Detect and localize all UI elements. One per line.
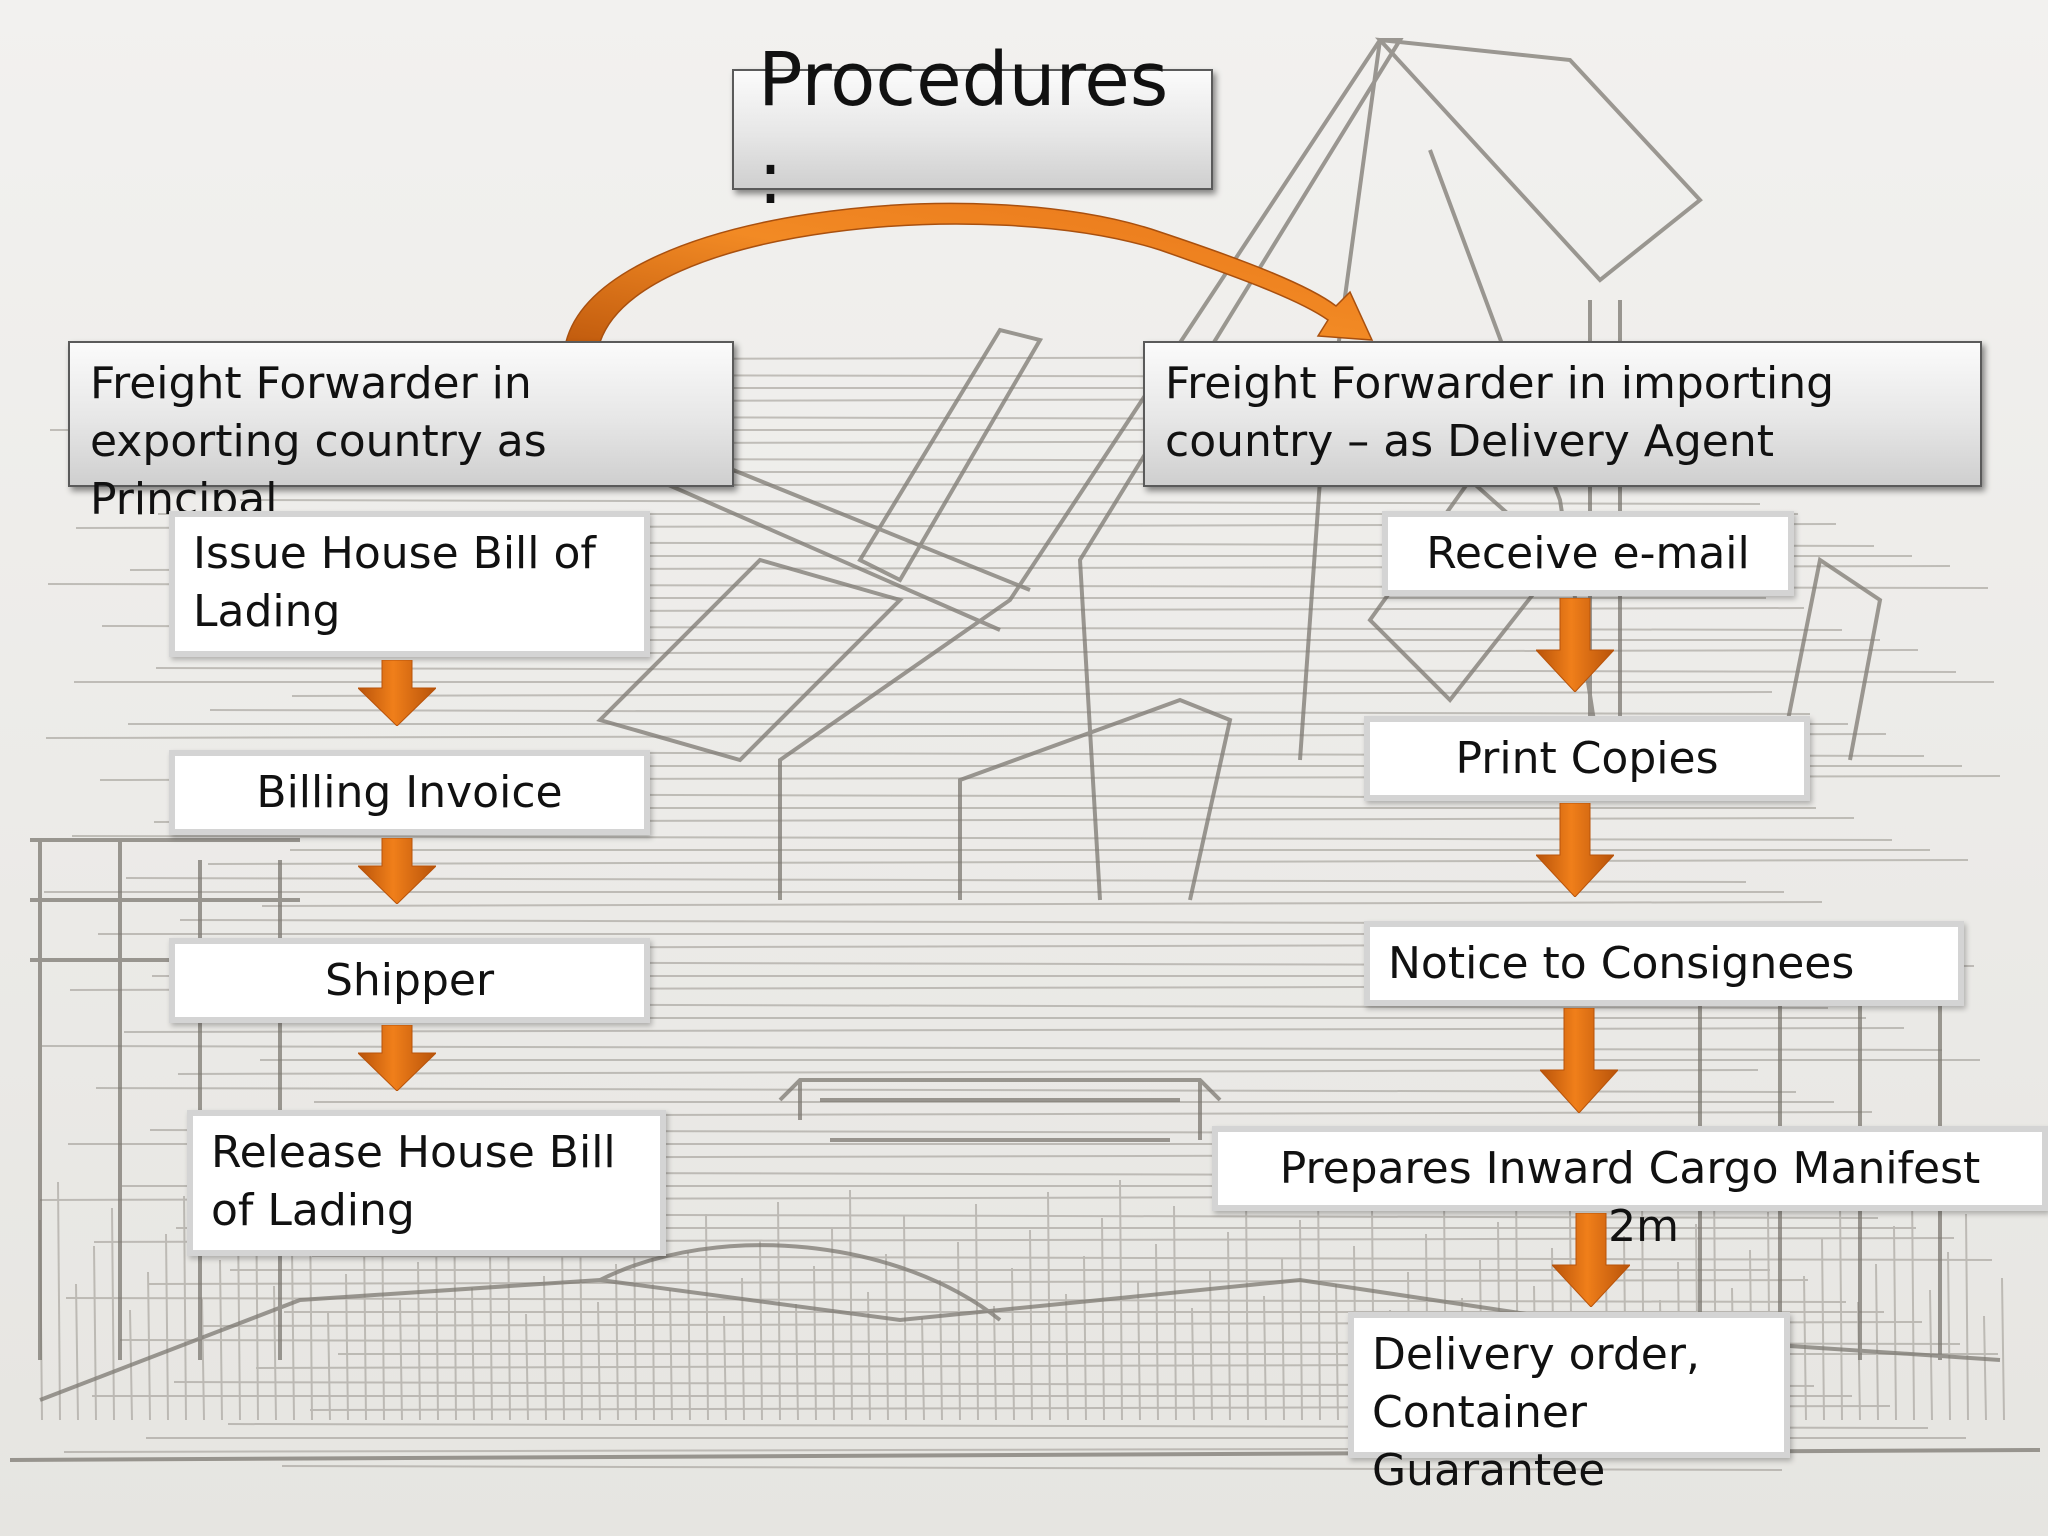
- exporter-header-box: Freight Forwarder in exporting country a…: [68, 341, 734, 525]
- down-arrow-icon: [358, 1025, 436, 1091]
- billing-invoice-box: Billing Invoice: [169, 750, 650, 835]
- down-arrow-icon: [1536, 803, 1614, 897]
- notice-to-consignees-box: Notice to Consignees: [1364, 921, 1964, 1006]
- receive-email-box: Receive e-mail: [1382, 511, 1794, 596]
- inward-cargo-manifest-box: Prepares Inward Cargo Manifest e2m: [1212, 1126, 2048, 1252]
- down-arrow-icon: [1536, 598, 1614, 692]
- delivery-order-box: Delivery order, Container Guarantee: [1348, 1312, 1790, 1496]
- page-title: Procedures :: [732, 37, 1213, 221]
- down-arrow-icon: [358, 838, 436, 904]
- down-arrow-icon: [1552, 1213, 1630, 1307]
- down-arrow-icon: [358, 660, 436, 726]
- down-arrow-icon: [1540, 1008, 1618, 1113]
- importer-header-box: Freight Forwarder in importing country –…: [1143, 341, 1982, 487]
- print-copies-box: Print Copies: [1364, 716, 1810, 801]
- issue-house-bill-box: Issue House Bill of Lading: [169, 511, 650, 657]
- shipper-box: Shipper: [169, 938, 650, 1023]
- release-house-bill-box: Release House Bill of Lading: [187, 1110, 666, 1256]
